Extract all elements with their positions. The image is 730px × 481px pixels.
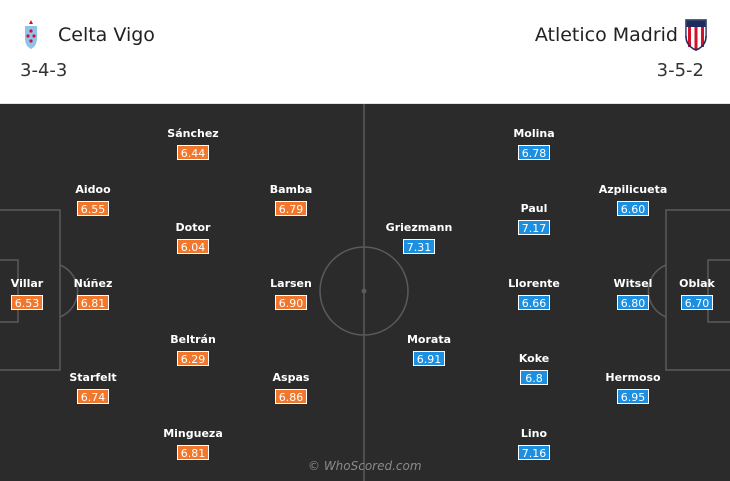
- pitch-markings: [0, 104, 730, 481]
- player-rating: 6.55: [76, 201, 110, 216]
- match-header: Celta Vigo 3-4-3 Atletico Madrid 3-5-2: [0, 0, 730, 104]
- player-hermoso[interactable]: Hermoso 6.95: [588, 371, 678, 406]
- player-name: Aidoo: [75, 183, 111, 196]
- player-paul[interactable]: Paul 7.17: [489, 202, 579, 237]
- player-lino[interactable]: Lino 7.16: [489, 427, 579, 462]
- celta-vigo-crest-icon: [25, 20, 37, 49]
- player-rating: 6.04: [176, 239, 210, 254]
- player-rating: 6.79: [274, 201, 308, 216]
- player-rating: 6.53: [10, 295, 44, 310]
- player-molina[interactable]: Molina 6.78: [489, 127, 579, 162]
- player-nunez[interactable]: Núñez 6.81: [48, 277, 138, 312]
- pitch: Villar 6.53 Aidoo 6.55 Núñez 6.81 Starfe…: [0, 104, 730, 481]
- player-mingueza[interactable]: Mingueza 6.81: [148, 427, 238, 462]
- player-name: Hermoso: [605, 371, 661, 384]
- away-team-name: Atletico Madrid: [534, 24, 678, 46]
- player-name: Dotor: [175, 221, 211, 234]
- player-rating: 6.90: [274, 295, 308, 310]
- player-name: Koke: [518, 352, 550, 365]
- player-bamba[interactable]: Bamba 6.79: [246, 183, 336, 218]
- player-rating: 6.81: [176, 445, 210, 460]
- player-rating: 6.95: [616, 389, 650, 404]
- player-name: Morata: [406, 333, 452, 346]
- player-name: Larsen: [270, 277, 312, 290]
- home-team-name: Celta Vigo: [58, 24, 155, 46]
- player-name: Sánchez: [167, 127, 219, 140]
- player-dotor[interactable]: Dotor 6.04: [148, 221, 238, 256]
- player-rating: 6.44: [176, 145, 210, 160]
- player-name: Griezmann: [385, 221, 453, 234]
- player-morata[interactable]: Morata 6.91: [384, 333, 474, 368]
- player-name: Oblak: [679, 277, 715, 290]
- player-rating: 6.91: [412, 351, 446, 366]
- player-rating: 7.17: [517, 220, 551, 235]
- player-rating: 6.78: [517, 145, 551, 160]
- player-name: Llorente: [508, 277, 560, 290]
- player-rating: 7.31: [402, 239, 436, 254]
- player-koke[interactable]: Koke 6.8: [489, 352, 579, 387]
- player-name: Beltrán: [170, 333, 216, 346]
- player-name: Azpilicueta: [598, 183, 668, 196]
- atletico-madrid-crest-icon: [685, 19, 707, 51]
- player-beltran[interactable]: Beltrán 6.29: [148, 333, 238, 368]
- player-name: Paul: [520, 202, 548, 215]
- player-rating: 6.29: [176, 351, 210, 366]
- player-name: Witsel: [613, 277, 653, 290]
- player-witsel[interactable]: Witsel 6.80: [588, 277, 678, 312]
- player-name: Núñez: [73, 277, 113, 290]
- away-formation: 3-5-2: [656, 60, 704, 81]
- player-oblak[interactable]: Oblak 6.70: [652, 277, 730, 312]
- player-rating: 6.66: [517, 295, 551, 310]
- player-sanchez[interactable]: Sánchez 6.44: [148, 127, 238, 162]
- player-aspas[interactable]: Aspas 6.86: [246, 371, 336, 406]
- player-rating: 6.80: [616, 295, 650, 310]
- player-name: Mingueza: [163, 427, 223, 440]
- whoscored-watermark: © WhoScored.com: [308, 459, 422, 473]
- player-name: Bamba: [269, 183, 313, 196]
- player-starfelt[interactable]: Starfelt 6.74: [48, 371, 138, 406]
- player-rating: 6.81: [76, 295, 110, 310]
- player-griezmann[interactable]: Griezmann 7.31: [374, 221, 464, 256]
- player-aidoo[interactable]: Aidoo 6.55: [48, 183, 138, 218]
- player-azpilicueta[interactable]: Azpilicueta 6.60: [588, 183, 678, 218]
- player-larsen[interactable]: Larsen 6.90: [246, 277, 336, 312]
- player-rating: 6.74: [76, 389, 110, 404]
- player-villar[interactable]: Villar 6.53: [0, 277, 72, 312]
- player-llorente[interactable]: Llorente 6.66: [489, 277, 579, 312]
- player-rating: 6.70: [680, 295, 714, 310]
- player-rating: 6.86: [274, 389, 308, 404]
- player-name: Lino: [520, 427, 548, 440]
- player-rating: 6.60: [616, 201, 650, 216]
- player-rating: 6.8: [520, 370, 548, 385]
- home-formation: 3-4-3: [20, 60, 68, 81]
- player-rating: 7.16: [517, 445, 551, 460]
- player-name: Starfelt: [69, 371, 117, 384]
- player-name: Aspas: [272, 371, 310, 384]
- player-name: Molina: [513, 127, 555, 140]
- player-name: Villar: [10, 277, 44, 290]
